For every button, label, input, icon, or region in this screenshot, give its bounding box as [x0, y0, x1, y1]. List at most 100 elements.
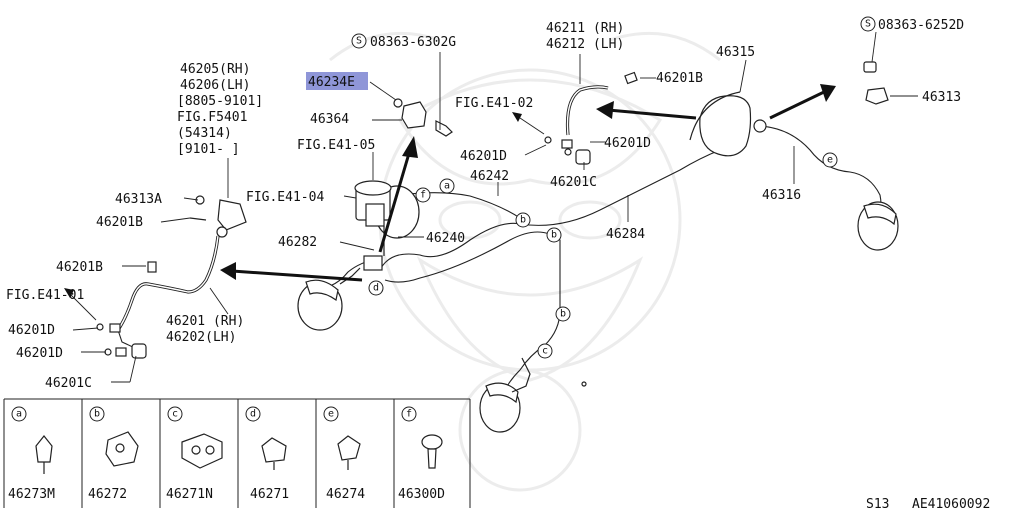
marker-a-1: a — [439, 178, 455, 194]
svg-text:d: d — [373, 283, 379, 294]
clip-icon-b — [105, 431, 139, 467]
legend-part-e[interactable]: 46274 — [326, 487, 365, 502]
label-54314: (54314) — [177, 126, 232, 141]
label-46201c-left[interactable]: 46201C — [45, 376, 92, 391]
highlight-46234e — [306, 72, 368, 90]
label-46201d-mid[interactable]: 46201D — [460, 149, 507, 164]
svg-text:c: c — [542, 346, 548, 357]
clip-icon-e — [337, 435, 361, 470]
label-46201-rh[interactable]: 46201 (RH) — [166, 314, 244, 329]
label-fig-e41-01[interactable]: FIG.E41-01 — [6, 288, 84, 303]
direction-arrows — [64, 84, 836, 321]
footer-model: S13 — [866, 497, 889, 510]
bracket-46205 — [189, 195, 247, 238]
legend-cell-c: c 46271N — [166, 406, 223, 502]
legend-part-a[interactable]: 46273M — [8, 487, 55, 502]
svg-text:a: a — [16, 409, 22, 420]
legend-cell-d: d 46271 — [245, 406, 289, 502]
label-46201b-left[interactable]: 46201B — [96, 215, 143, 230]
marker-b-3: b — [555, 306, 571, 322]
label-46242[interactable]: 46242 — [470, 169, 509, 184]
marker-d-1: d — [368, 280, 384, 296]
legend-part-d[interactable]: 46271 — [250, 487, 289, 502]
svg-text:a: a — [444, 181, 450, 192]
label-46315[interactable]: 46315 — [716, 45, 755, 60]
legend-cell-b: b 46272 — [88, 406, 139, 502]
marker-e-1: e — [822, 152, 838, 168]
svg-text:b: b — [94, 409, 100, 420]
label-46202-lh[interactable]: 46202(LH) — [166, 330, 236, 345]
standard-part-markers: S S — [351, 16, 876, 49]
svg-text:S: S — [865, 19, 871, 30]
clip-icon-a — [35, 435, 53, 474]
label-46284[interactable]: 46284 — [606, 227, 645, 242]
label-fig-e41-02[interactable]: FIG.E41-02 — [455, 96, 533, 111]
legend-part-f[interactable]: 46300D — [398, 487, 445, 502]
label-46201c-mid[interactable]: 46201C — [550, 175, 597, 190]
svg-text:e: e — [827, 155, 833, 166]
label-8805-9101: [8805-9101] — [177, 94, 263, 109]
clip-icon-c — [181, 433, 223, 469]
label-fig-e41-04[interactable]: FIG.E41-04 — [246, 190, 324, 205]
pipe-ring-markers: f a b b b c d e — [368, 152, 838, 359]
rear-left-rotor — [479, 357, 531, 433]
label-46313a[interactable]: 46313A — [115, 192, 162, 207]
bracket-46313 — [863, 61, 889, 105]
footer-code: AE41060092 — [912, 497, 990, 510]
label-46201b-lower[interactable]: 46201B — [56, 260, 103, 275]
label-46201d-right[interactable]: 46201D — [604, 136, 651, 151]
s-marker-1: S — [351, 33, 367, 49]
svg-text:c: c — [172, 409, 178, 420]
svg-text:d: d — [250, 409, 256, 420]
marker-c-1: c — [537, 343, 553, 359]
label-46201d-left-2[interactable]: 46201D — [16, 346, 63, 361]
label-46316[interactable]: 46316 — [762, 188, 801, 203]
label-46234e[interactable]: 46234E — [308, 75, 355, 90]
master-cylinder — [354, 180, 420, 271]
label-46211-rh[interactable]: 46211 (RH) — [546, 21, 624, 36]
rear-axle-housing — [689, 91, 767, 157]
watermark-emblem — [329, 31, 721, 492]
legend-cell-e: e 46274 — [323, 406, 365, 502]
leader-lines — [72, 31, 918, 383]
callout-labels: 46205(RH) 46206(LH) [8805-9101] FIG.F540… — [6, 18, 964, 391]
label-46212-lh[interactable]: 46212 (LH) — [546, 37, 624, 52]
label-46282[interactable]: 46282 — [278, 235, 317, 250]
legend-cell-f: f 46300D — [398, 406, 445, 502]
svg-text:S: S — [356, 36, 362, 47]
legend-part-b[interactable]: 46272 — [88, 487, 127, 502]
label-fig-f5401[interactable]: FIG.F5401 — [177, 110, 247, 125]
svg-text:b: b — [520, 215, 526, 226]
label-9101: [9101- ] — [177, 142, 240, 157]
clip-legend: a 46273M b 46272 c 46271N — [3, 398, 471, 508]
pipe-clips — [96, 71, 638, 387]
marker-f-1: f — [415, 187, 431, 203]
label-08363-6302g[interactable]: 08363-6302G — [370, 35, 456, 50]
label-08363-6252d[interactable]: 08363-6252D — [878, 18, 964, 33]
label-46201b-right[interactable]: 46201B — [656, 71, 703, 86]
label-46364[interactable]: 46364 — [310, 112, 349, 127]
label-46201d-left-1[interactable]: 46201D — [8, 323, 55, 338]
svg-text:b: b — [551, 230, 557, 241]
legend-cell-a: a 46273M — [8, 406, 55, 502]
marker-b-1: b — [515, 212, 531, 228]
label-fig-e41-05[interactable]: FIG.E41-05 — [297, 138, 375, 153]
legend-part-c[interactable]: 46271N — [166, 487, 213, 502]
label-46313[interactable]: 46313 — [922, 90, 961, 105]
svg-text:f: f — [420, 190, 426, 201]
clip-icon-d — [261, 437, 287, 470]
label-46240[interactable]: 46240 — [426, 231, 465, 246]
clip-icon-f — [421, 434, 443, 469]
junction-block — [393, 98, 453, 137]
svg-text:f: f — [406, 409, 412, 420]
s-marker-2: S — [860, 16, 876, 32]
label-46206[interactable]: 46206(LH) — [180, 78, 250, 93]
footer: S13 AE41060092 — [866, 497, 990, 512]
marker-b-2: b — [546, 227, 562, 243]
svg-text:e: e — [328, 409, 334, 420]
label-46205[interactable]: 46205(RH) — [180, 62, 250, 77]
svg-text:b: b — [560, 309, 566, 320]
front-left-rotor — [297, 267, 361, 331]
